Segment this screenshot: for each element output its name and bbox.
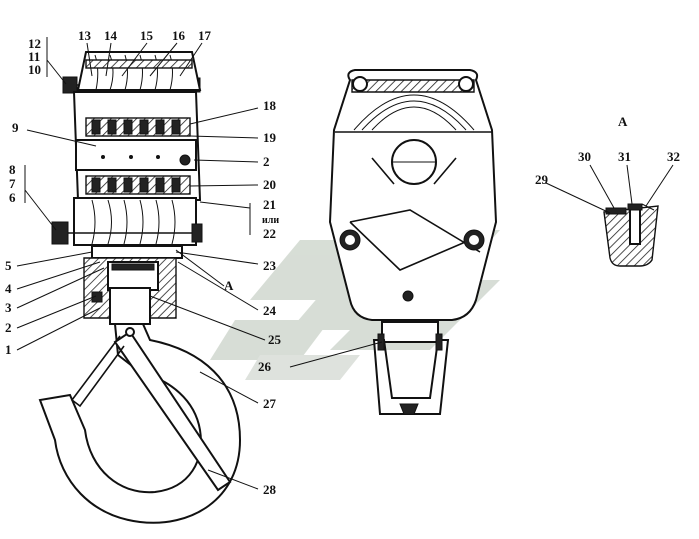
lower-hook-eye <box>372 339 450 415</box>
callout-18: 18 <box>263 98 277 113</box>
callout-23: 23 <box>263 258 277 273</box>
axle-plate <box>75 139 197 171</box>
callout-20: 20 <box>263 177 276 192</box>
callout-or: или <box>262 215 279 226</box>
detail-view-a <box>603 203 659 267</box>
hook-shank <box>109 287 151 325</box>
callout-22: 22 <box>263 226 276 241</box>
side-view <box>328 69 498 415</box>
callout-24: 24 <box>263 303 277 318</box>
side-nut-left <box>51 221 69 245</box>
section-view <box>38 51 242 524</box>
callout-27: 27 <box>263 396 277 411</box>
safety-latch <box>113 330 232 492</box>
callout-8: 8 <box>9 162 16 177</box>
callout-9: 9 <box>12 120 19 135</box>
callout-5: 5 <box>5 258 12 273</box>
callout-32: 32 <box>667 149 680 164</box>
callout-10: 10 <box>28 62 41 77</box>
grease-fitting <box>179 154 191 166</box>
callout-17: 17 <box>198 28 212 43</box>
callout-4: 4 <box>5 281 12 296</box>
callout-1: 1 <box>5 342 12 357</box>
bearing-row-lower <box>91 177 181 193</box>
callout-28: 28 <box>263 482 277 497</box>
callout-2: 2 <box>5 320 12 335</box>
callout-29: 29 <box>535 172 549 187</box>
callout-7: 7 <box>9 176 16 191</box>
callout-30: 30 <box>578 149 591 164</box>
callout-12: 12 <box>28 36 41 51</box>
top-nut <box>62 76 78 94</box>
callout-21: 21 <box>263 197 276 212</box>
side-nut-right <box>191 223 203 243</box>
callout-14: 14 <box>104 28 118 43</box>
callout-11: 11 <box>28 49 40 64</box>
lower-sheave-housing <box>73 197 197 246</box>
callout-6: 6 <box>9 190 16 205</box>
leader-lines <box>16 37 674 490</box>
callout-15: 15 <box>140 28 154 43</box>
callout-25: 25 <box>268 332 282 347</box>
callout-3: 3 <box>5 300 12 315</box>
lock-nut <box>91 291 103 303</box>
callout-26: 26 <box>258 359 272 374</box>
callout-31: 31 <box>618 149 631 164</box>
hook-body <box>38 323 242 524</box>
callout-16: 16 <box>172 28 186 43</box>
callout-a-marker: A <box>224 278 234 293</box>
view-a-title: А <box>618 114 628 129</box>
callout-labels: 12 11 10 13 14 15 16 17 18 9 19 2 8 7 6 … <box>5 28 680 497</box>
callout-2b: 2 <box>263 154 270 169</box>
callout-13: 13 <box>78 28 92 43</box>
callout-19: 19 <box>263 130 277 145</box>
bearing-row-upper <box>91 119 181 135</box>
